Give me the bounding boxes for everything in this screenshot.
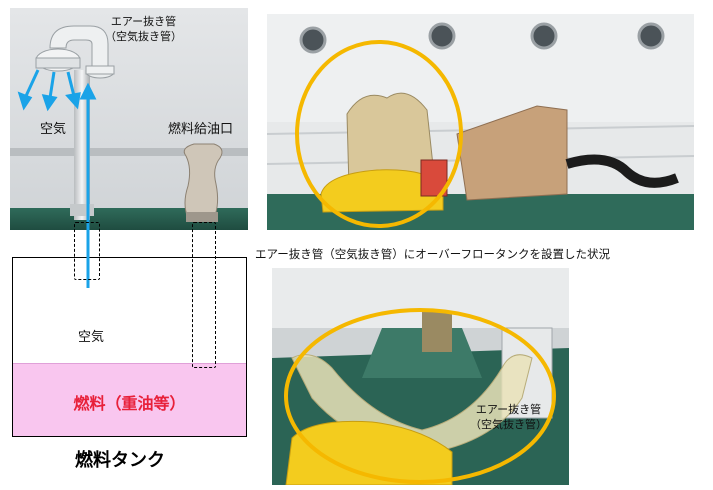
vent-pipe-photo [10, 8, 248, 230]
overflow-tank-photo-top-scene [267, 14, 694, 230]
fuel-fill: 燃料（重油等） [13, 363, 246, 436]
overflow-bag-top [346, 92, 436, 189]
photo-caption: エアー抜き管（空気抜き管）にオーバーフロータンクを設置した状況 [255, 247, 611, 261]
fuel-label: 燃料（重油等） [73, 394, 186, 413]
overflow-tank-photo-bottom-scene [272, 268, 569, 485]
vent-pipe-photo-scene [10, 8, 248, 230]
vent-pipe-label-bottom: エアー抜き管 （空気抜き管） [470, 403, 547, 431]
air-out-arrows [17, 69, 97, 230]
fuel-inlet-dashed-extension [192, 222, 216, 368]
fuel-inlet-label: 燃料給油口 [168, 122, 234, 137]
fuel-tank-title: 燃料タンク [75, 450, 165, 471]
highlight-ring-bottom [284, 308, 556, 484]
fuel-tank: 燃料（重油等） [12, 257, 247, 437]
air-in-arrow-stem [86, 228, 90, 288]
overflow-tank-photo-top [267, 14, 694, 230]
overflow-tank-photo-bottom [272, 268, 569, 485]
vent-pipe-label: エアー抜き管 （空気抜き管） [105, 15, 182, 43]
vent-pipe-dashed-extension [74, 222, 100, 280]
yellow-tank-bottom [285, 420, 453, 485]
highlight-ring-top [295, 40, 463, 228]
fuel-inlet-cover [183, 143, 223, 219]
tank-air-label: 空気 [78, 330, 105, 345]
air-out-label: 空気 [40, 122, 67, 137]
